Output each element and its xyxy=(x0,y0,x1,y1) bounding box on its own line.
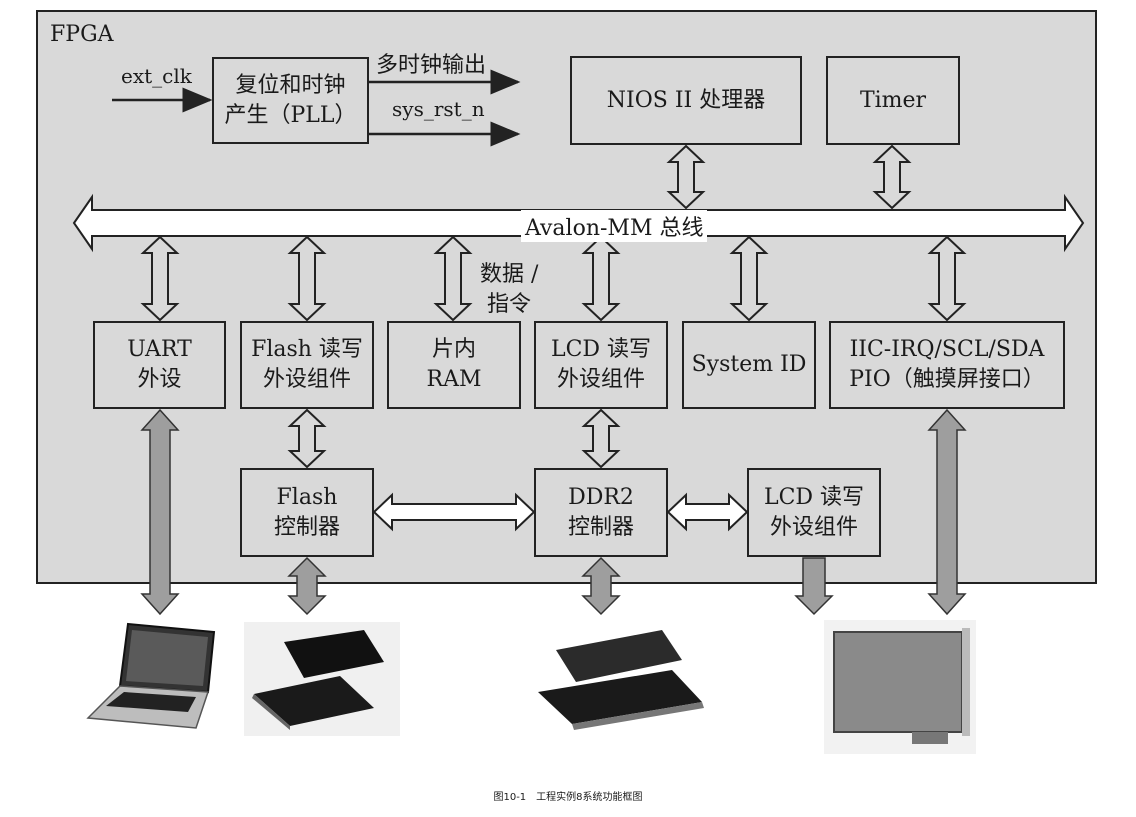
lcd-display-arrow xyxy=(794,557,834,616)
timer-label: Timer xyxy=(859,87,927,113)
ddr2-chip-image xyxy=(538,630,704,730)
timer-bus-arrow xyxy=(872,144,912,210)
flash-ctrl-line2: 控制器 xyxy=(273,514,340,540)
flash-ctrl-line1: Flash xyxy=(276,484,338,510)
system-id-label: System ID xyxy=(691,352,807,377)
multi-clock-out-label: 多时钟输出 xyxy=(376,53,487,78)
bus-label: Avalon-MM 总线 xyxy=(521,210,708,242)
laptop-image xyxy=(86,622,216,729)
flash-rw-block: Flash 读写 外设组件 xyxy=(240,321,374,409)
ram-line2: RAM xyxy=(426,367,482,392)
pll-line1: 复位和时钟 xyxy=(235,72,346,98)
lcd-rw-to-ddr2-arrow xyxy=(581,408,621,469)
system-id-block: System ID xyxy=(682,321,816,409)
touch-screen-arrow xyxy=(927,408,967,616)
flash-chip-image xyxy=(244,622,400,736)
nios-processor-block: NIOS II 处理器 xyxy=(570,56,802,145)
uart-block: UART 外设 xyxy=(93,321,226,409)
iic-pio-block: IIC-IRQ/SCL/SDA PIO（触摸屏接口） xyxy=(829,321,1065,409)
ddr2-line2: 控制器 xyxy=(567,514,634,540)
lcd-rw2-line2: 外设组件 xyxy=(769,514,858,540)
flash-rw-to-ctrl-arrow xyxy=(287,408,327,469)
flash-controller-block: Flash 控制器 xyxy=(240,468,374,557)
touch-lcd-image xyxy=(824,620,976,754)
uart-line1: UART xyxy=(127,337,192,362)
uart-line2: 外设 xyxy=(137,367,182,392)
uart-bus-arrow xyxy=(140,235,180,322)
iic-pio-bus-arrow xyxy=(927,235,967,322)
lcd-rw-line1: LCD 读写 xyxy=(550,337,652,362)
ddr2-line1: DDR2 xyxy=(568,484,634,510)
ram-line1: 片内 xyxy=(431,337,476,362)
flash-rw-line1: Flash 读写 xyxy=(251,337,363,362)
data-instr-label-1: 数据 / xyxy=(480,262,539,287)
lcd-rw2-block: LCD 读写 外设组件 xyxy=(747,468,881,557)
pll-block: 复位和时钟 产生（PLL） xyxy=(212,57,369,144)
pll-line2: 产生（PLL） xyxy=(224,102,357,128)
timer-block: Timer xyxy=(826,56,960,145)
flash-rw-line2: 外设组件 xyxy=(262,367,351,392)
lcd-rw-block: LCD 读写 外设组件 xyxy=(534,321,668,409)
system-id-bus-arrow xyxy=(729,235,769,322)
nios-label: NIOS II 处理器 xyxy=(606,87,766,113)
uart-laptop-arrow xyxy=(140,408,180,616)
ram-bus-arrow xyxy=(433,235,473,322)
figure-caption: 图10-1 工程实例8系统功能框图 xyxy=(493,792,643,803)
flash-chip-arrow xyxy=(287,556,327,616)
flash-ddr2-arrow xyxy=(372,492,536,532)
lcd-rw2-line1: LCD 读写 xyxy=(763,484,865,510)
ext-clk-label: ext_clk xyxy=(121,64,192,88)
nios-bus-arrow xyxy=(666,144,706,210)
iic-line2: PIO（触摸屏接口） xyxy=(849,367,1045,392)
data-instr-label-2: 指令 xyxy=(487,292,532,317)
sys-rst-n-label: sys_rst_n xyxy=(392,97,485,121)
ddr2-chip-arrow xyxy=(581,556,621,616)
onchip-ram-block: 片内 RAM xyxy=(387,321,521,409)
ddr2-lcd-arrow xyxy=(666,492,749,532)
iic-line1: IIC-IRQ/SCL/SDA xyxy=(849,337,1045,362)
ddr2-controller-block: DDR2 控制器 xyxy=(534,468,668,557)
fpga-label: FPGA xyxy=(50,22,114,47)
lcd-rw-bus-arrow xyxy=(581,235,621,322)
flash-rw-bus-arrow xyxy=(287,235,327,322)
lcd-rw-line2: 外设组件 xyxy=(556,367,645,392)
